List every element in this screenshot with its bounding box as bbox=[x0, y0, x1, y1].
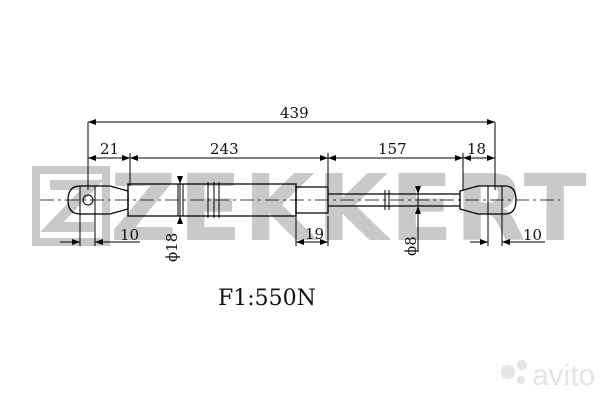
dimension-overall: 439 bbox=[87, 104, 496, 190]
dimension-end-right-label: 18 bbox=[467, 140, 486, 158]
avito-watermark: avito bbox=[501, 359, 595, 392]
dimension-collar-label: 19 bbox=[305, 225, 324, 243]
dimension-eye-left-label: 10 bbox=[120, 226, 139, 244]
avito-dot-icon bbox=[517, 376, 525, 384]
tube-collar bbox=[295, 186, 329, 214]
left-end-fitting bbox=[67, 185, 129, 215]
dimension-rod-diameter-label: ϕ8 bbox=[402, 236, 420, 256]
right-end-fitting bbox=[459, 185, 517, 215]
dimension-tube-label: 243 bbox=[210, 140, 239, 158]
dimension-rod-label: 157 bbox=[378, 140, 407, 158]
zekkert-logo-z bbox=[40, 180, 104, 232]
dimension-tube-diameter-label: ϕ18 bbox=[163, 233, 181, 262]
lower-dimensions: 10 ϕ18 19 ϕ8 10 bbox=[60, 176, 545, 262]
dimension-end-left-label: 21 bbox=[100, 140, 119, 158]
piston-rod bbox=[328, 190, 460, 210]
zekkert-wordmark: ZEKKERT bbox=[110, 155, 588, 262]
avito-dot-icon bbox=[517, 360, 527, 370]
dimension-chain: 21 243 157 18 bbox=[88, 140, 495, 190]
zekkert-watermark: ZEKKERT bbox=[32, 155, 588, 262]
dimension-overall-label: 439 bbox=[280, 104, 309, 122]
dimension-eye-right-label: 10 bbox=[523, 226, 542, 244]
avito-dot-icon bbox=[501, 365, 515, 379]
force-label: F1:550N bbox=[218, 286, 316, 311]
avito-wordmark: avito bbox=[532, 359, 595, 392]
